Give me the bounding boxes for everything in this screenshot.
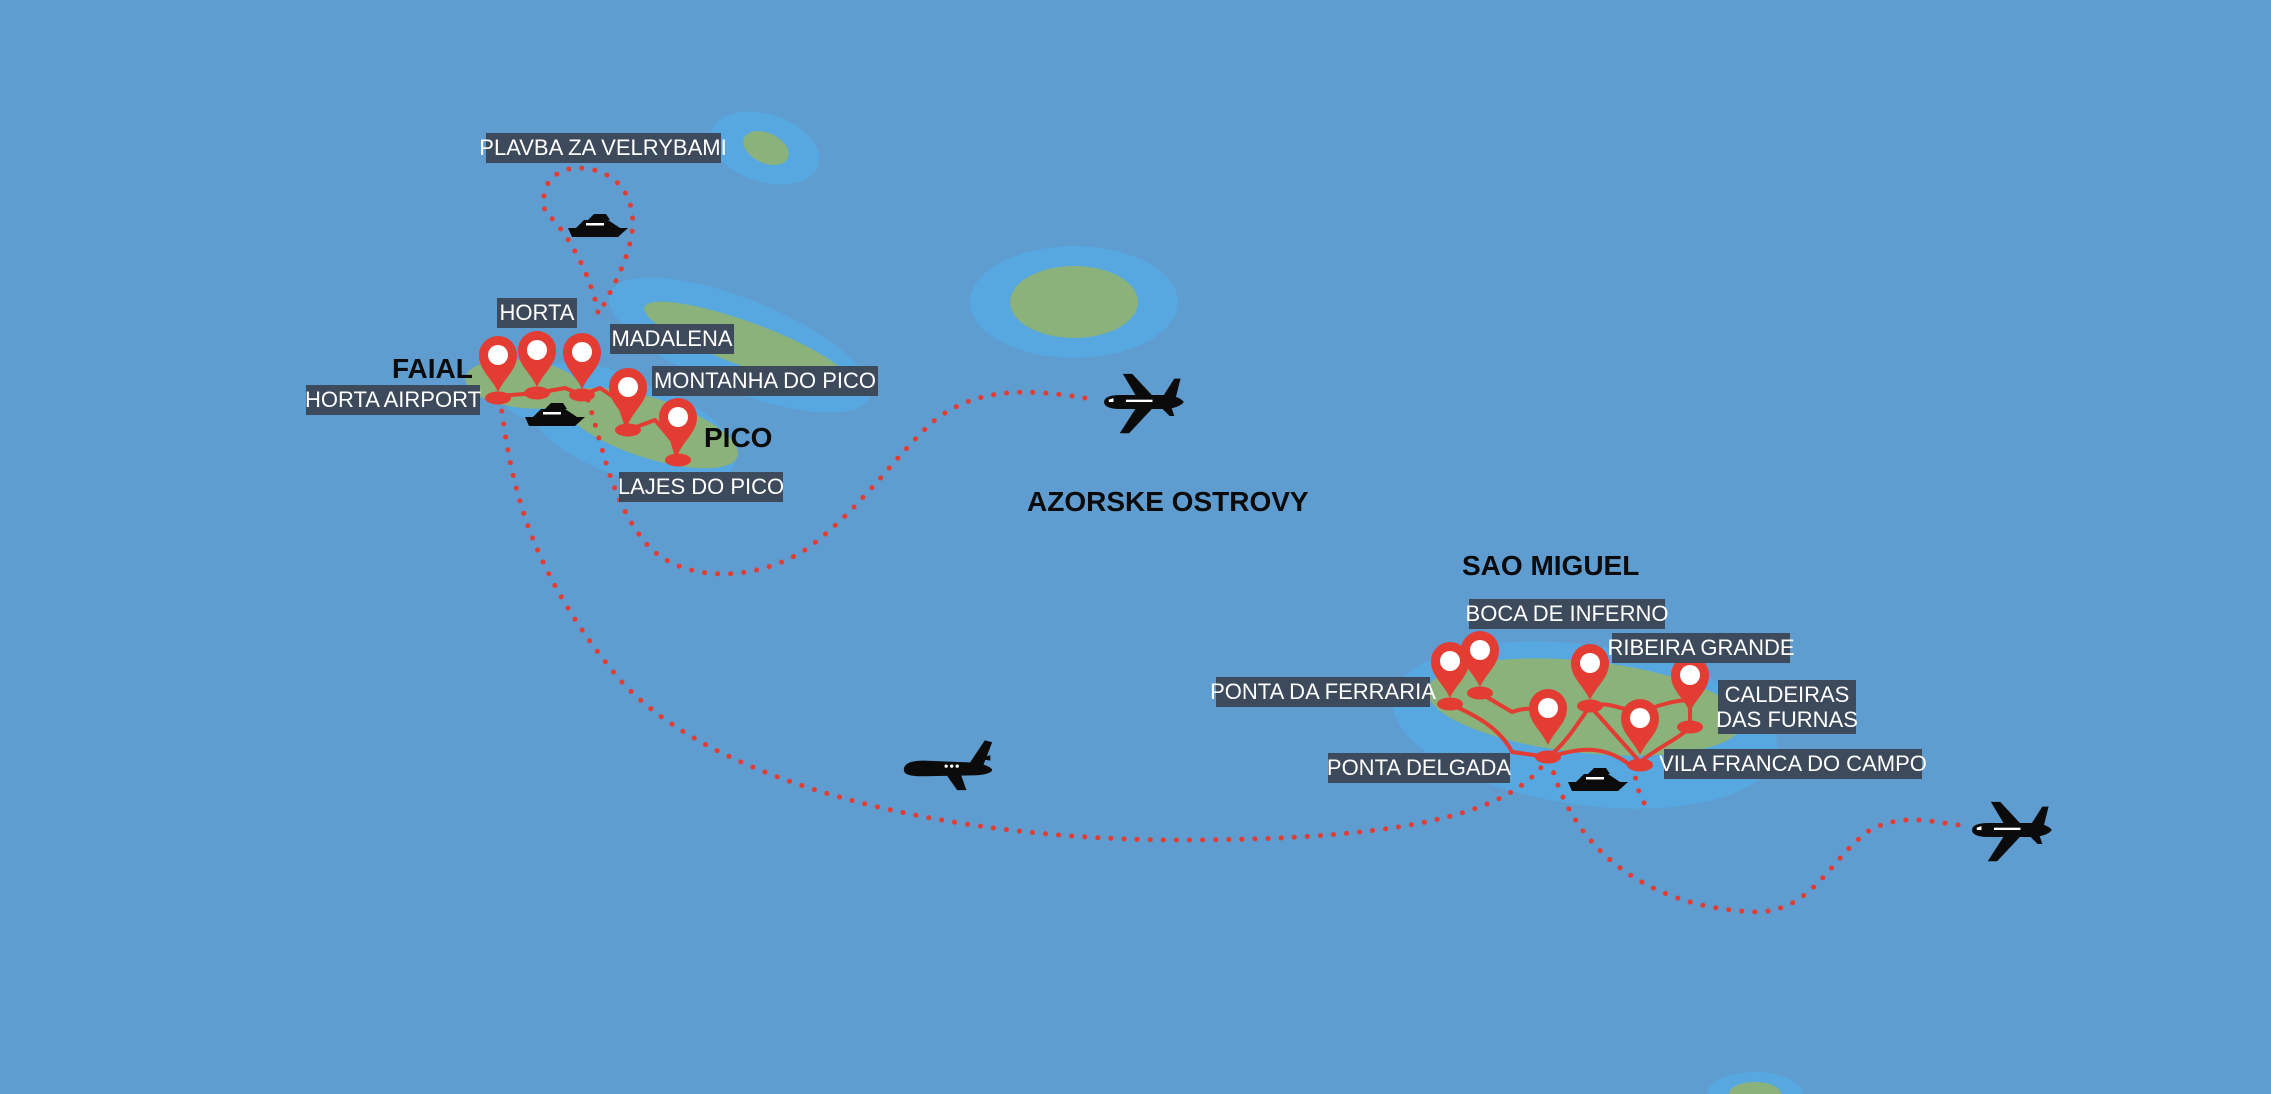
label-boca-de-inferno: BOCA DE INFERNO [1466,599,1669,629]
flight-route-departure [1547,757,1963,915]
boat-route-vila-franca [1632,762,1649,811]
pico-island [562,387,738,469]
svg-text:PONTA DA FERRARIA: PONTA DA FERRARIA [1210,679,1436,704]
svg-text:DAS FURNAS: DAS FURNAS [1716,707,1858,732]
label-montanha-do-pico: MONTANHA DO PICO [652,366,878,396]
svg-text:PONTA DELGADA: PONTA DELGADA [1327,755,1512,780]
label-horta: HORTA [497,298,577,328]
svg-text:PLAVBA ZA VELRYBAMI: PLAVBA ZA VELRYBAMI [479,135,726,160]
label-ribeira-grande: RIBEIRA GRANDE [1607,633,1795,663]
marker-lajes-do-pico[interactable] [659,398,697,467]
svg-text:HORTA: HORTA [500,300,575,325]
marker-vila-franca-do-campo[interactable] [1621,699,1659,772]
marker-madalena[interactable] [563,333,601,402]
marker-ponta-da-ferraria[interactable] [1431,642,1469,711]
marker-horta[interactable] [518,331,556,400]
marker-ribeira-grande[interactable] [1571,644,1609,713]
place-labels: PLAVBA ZA VELRYBAMI HORTA MADALENA MONTA… [305,133,1927,783]
marker-montanha-do-pico[interactable] [609,368,647,437]
label-horta-airport: HORTA AIRPORT [305,385,481,415]
island-names: FAIAL PICO SAO MIGUEL AZORSKE OSTROVY [392,353,1639,581]
label-ponta-delgada: PONTA DELGADA [1327,753,1512,783]
svg-text:BOCA DE INFERNO: BOCA DE INFERNO [1466,601,1669,626]
marker-ponta-delgada[interactable] [1529,689,1567,764]
markers [479,331,1709,772]
label-vila-franca-do-campo: VILA FRANCA DO CAMPO [1659,749,1927,779]
label-plavba-za-velrybami: PLAVBA ZA VELRYBAMI [479,133,727,163]
map-title: AZORSKE OSTROVY [1027,486,1309,517]
island-name-sao-miguel: SAO MIGUEL [1462,550,1639,581]
island-name-faial: FAIAL [392,353,473,384]
flight-route-arrival [585,389,1088,577]
island-name-pico: PICO [704,422,772,453]
flight-route-inter-island [497,395,1551,843]
label-ponta-da-ferraria: PONTA DA FERRARIA [1210,677,1436,707]
marker-horta-airport[interactable] [479,336,517,405]
whale-watching-route [541,165,636,315]
svg-text:CALDEIRAS: CALDEIRAS [1725,682,1850,707]
label-caldeiras-das-furnas: CALDEIRAS DAS FURNAS [1716,680,1858,734]
svg-text:HORTA AIRPORT: HORTA AIRPORT [305,387,481,412]
label-madalena: MADALENA [610,324,734,354]
svg-text:VILA FRANCA DO CAMPO: VILA FRANCA DO CAMPO [1659,751,1927,776]
svg-text:MADALENA: MADALENA [611,326,732,351]
marker-caldeiras-das-furnas[interactable] [1671,656,1709,734]
svg-text:MONTANHA DO PICO: MONTANHA DO PICO [654,368,876,393]
routes [497,165,1963,915]
svg-text:RIBEIRA GRANDE: RIBEIRA GRANDE [1607,635,1794,660]
svg-text:LAJES DO PICO: LAJES DO PICO [618,474,784,499]
marker-boca-de-inferno[interactable] [1461,631,1499,700]
label-lajes-do-pico: LAJES DO PICO [618,472,784,502]
